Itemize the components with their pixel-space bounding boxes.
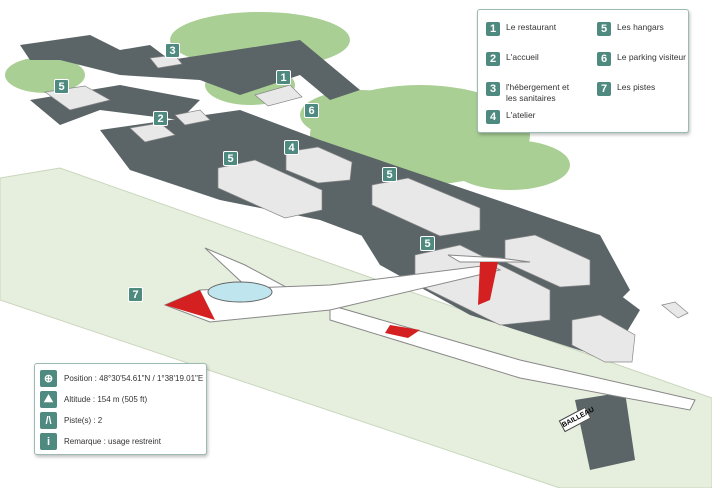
marker-hangar[interactable]: 5: [420, 236, 435, 251]
marker-restaurant[interactable]: 1: [276, 70, 291, 85]
legend-label: l'hébergement et les sanitaires: [506, 82, 570, 103]
marker-hangar[interactable]: 5: [223, 151, 238, 166]
info-altitude: ⛰ Altitude : 154 m (505 ft): [40, 391, 147, 408]
marker-accueil[interactable]: 2: [153, 111, 168, 126]
legend-number: 1: [486, 22, 500, 36]
marker-parking[interactable]: 6: [304, 103, 319, 118]
altitude-text: Altitude : 154 m (505 ft): [64, 395, 148, 404]
info-icon: i: [40, 433, 57, 450]
position-text: Position : 48°30'54.61"N / 1°38'19.01"E: [64, 374, 204, 383]
marker-pistes[interactable]: 7: [128, 287, 143, 302]
legend-item-hebergement: 3 l'hébergement et les sanitaires: [486, 82, 581, 104]
legend-number: 4: [486, 110, 500, 124]
legend-number: 2: [486, 52, 500, 66]
mountain-icon: ⛰: [40, 391, 57, 408]
legend-number: 7: [597, 82, 611, 96]
info-panel: ⊕ Position : 48°30'54.61"N / 1°38'19.01"E…: [34, 363, 207, 455]
legend-panel: 1 Le restaurant 2 L'accueil 3 l'hébergement…: [477, 9, 689, 133]
info-remarque: i Remarque : usage restreint: [40, 433, 161, 450]
legend-number: 3: [486, 82, 500, 96]
legend-item-parking: 6 Le parking visiteur: [597, 52, 686, 66]
legend-item-accueil: 2 L'accueil: [486, 52, 539, 66]
legend-number: 6: [597, 52, 611, 66]
legend-label: L'atelier: [506, 110, 536, 120]
legend-label: Les hangars: [617, 22, 664, 32]
info-pistes: /\ Piste(s) : 2: [40, 412, 102, 429]
glider: [163, 247, 696, 411]
remarque-text: Remarque : usage restreint: [64, 437, 161, 446]
legend-item-atelier: 4 L'atelier: [486, 110, 536, 124]
info-position: ⊕ Position : 48°30'54.61"N / 1°38'19.01"E: [40, 370, 203, 387]
legend-item-pistes: 7 Les pistes: [597, 82, 655, 96]
legend-label: Le restaurant: [506, 22, 557, 32]
legend-label: L'accueil: [506, 52, 539, 62]
runway-icon: /\: [40, 412, 57, 429]
marker-hangar[interactable]: 5: [382, 167, 397, 182]
legend-label: Les pistes: [617, 82, 656, 92]
marker-hebergement[interactable]: 3: [165, 43, 180, 58]
pistes-text: Piste(s) : 2: [64, 416, 103, 425]
marker-hangar[interactable]: 5: [54, 79, 69, 94]
legend-item-hangars: 5 Les hangars: [597, 22, 664, 36]
globe-icon: ⊕: [40, 370, 57, 387]
marker-atelier[interactable]: 4: [284, 140, 299, 155]
legend-item-restaurant: 1 Le restaurant: [486, 22, 556, 36]
legend-label: Le parking visiteur: [617, 52, 686, 62]
legend-number: 5: [597, 22, 611, 36]
